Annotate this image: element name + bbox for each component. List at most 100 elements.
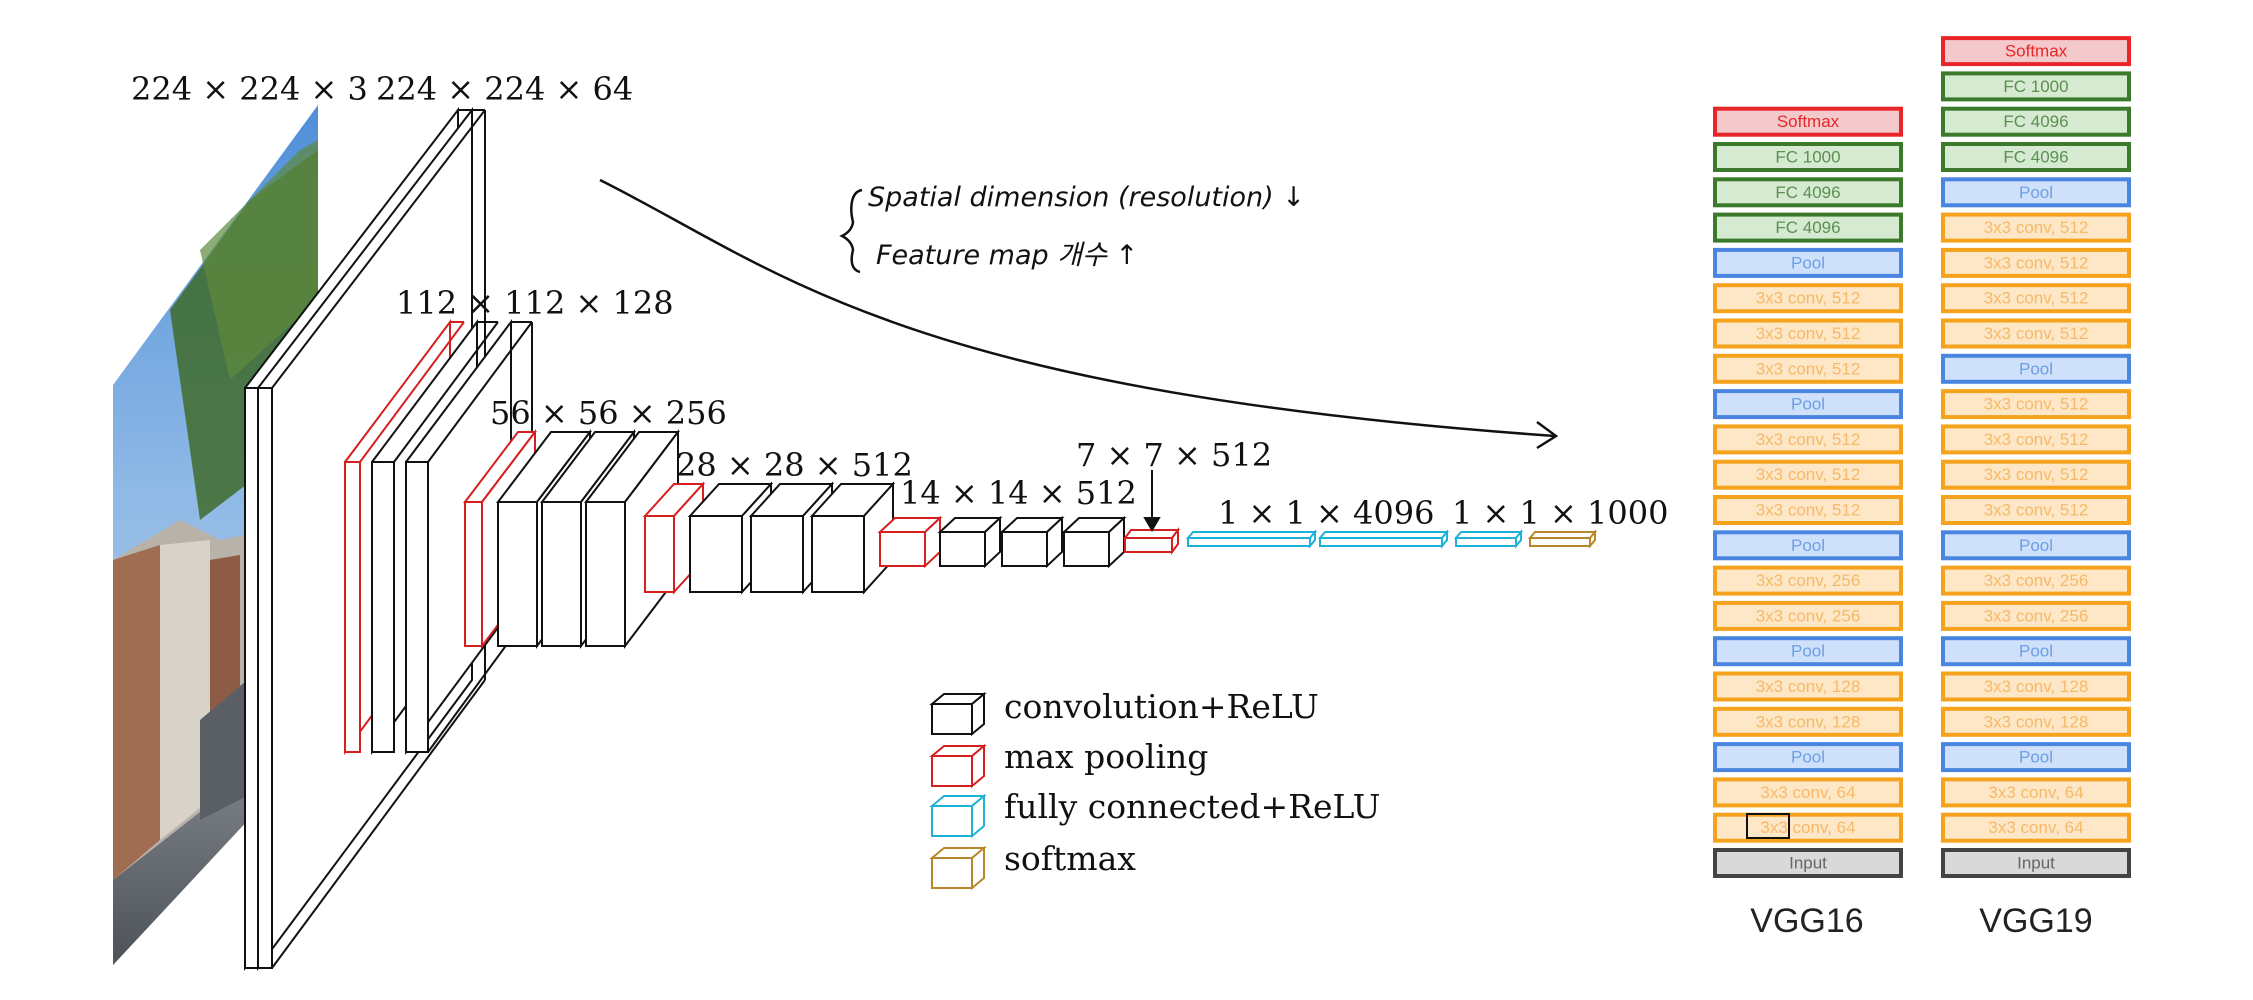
vgg16-label: VGG16 [1750, 902, 1863, 940]
dim-label-pool5: 7 × 7 × 512 [1076, 436, 1272, 474]
layer-box [1941, 424, 2131, 455]
layer-label: 3x3 conv, 512 [1756, 324, 1861, 343]
layer-label: 3x3 conv, 64 [1988, 783, 2083, 802]
dim-label-conv1: 224 × 224 × 64 [376, 70, 633, 108]
layer-label: 3x3 conv, 256 [1984, 606, 2089, 625]
legend-softmax-cube-icon [929, 845, 987, 891]
layer-box [1713, 389, 1903, 420]
layer-box [1941, 706, 2131, 737]
layer-label: Pool [2019, 748, 2053, 767]
pool5-arrow [1143, 470, 1161, 532]
layer-label: 3x3 conv, 128 [1756, 712, 1861, 731]
layer-box [1941, 177, 2131, 208]
layer-box [1941, 106, 2131, 137]
legend-label-fc: fully connected+ReLU [1004, 787, 1380, 826]
layer-box [1941, 318, 2131, 349]
layer-box [1713, 706, 1903, 737]
layer-box [1713, 600, 1903, 631]
layer-box [1713, 318, 1903, 349]
layer-label: Input [1789, 853, 1827, 872]
layer-label: 3x3 conv, 512 [1756, 430, 1861, 449]
layer-label: 3x3 conv, 512 [1984, 395, 2089, 414]
dim-label-conv3: 56 × 56 × 256 [490, 394, 727, 432]
layer-box [1941, 495, 2131, 525]
layer-label: Pool [2019, 642, 2053, 661]
layer-label: 3x3 conv, 512 [1756, 289, 1861, 308]
layer-label: 3x3 conv, 512 [1756, 465, 1861, 484]
layer-box [1941, 247, 2131, 278]
layer-box [1941, 671, 2131, 702]
layer-label: FC 1000 [1775, 147, 1840, 166]
fc-layers [1185, 529, 1524, 549]
layer-box [1941, 636, 2131, 667]
layer-box [1941, 565, 2131, 596]
annotation-line1: Spatial dimension (resolution) ↓ [868, 182, 1305, 213]
layer-label: Pool [1791, 395, 1825, 414]
conv3-block [462, 429, 681, 649]
legend-conv-cube-icon [929, 691, 987, 737]
layer-box [1713, 283, 1903, 314]
layer-label: FC 1000 [2003, 77, 2068, 96]
layer-label: FC 4096 [2003, 147, 2068, 166]
dim-label-fc: 1 × 1 × 4096 [1218, 494, 1434, 532]
layer-box [1941, 212, 2131, 243]
layer-box [1713, 565, 1903, 596]
layer-box [1713, 212, 1903, 243]
legend-label-pool: max pooling [1004, 737, 1208, 776]
layer-label: 3x3 conv, 128 [1984, 712, 2089, 731]
layer-label: 3x3 conv, 512 [1984, 218, 2089, 237]
layer-label: Input [2017, 853, 2055, 872]
layer-box [1941, 742, 2131, 773]
dim-label-conv4: 28 × 28 × 512 [676, 446, 913, 484]
pool5-block [1123, 527, 1180, 555]
layer-label: 3x3 conv, 512 [1984, 289, 2089, 308]
layer-box [1713, 424, 1903, 455]
layer-box [1941, 71, 2131, 102]
layer-label: 3x3 conv, 64 [1760, 818, 1855, 837]
layer-box [1713, 459, 1903, 490]
layer-box [1941, 812, 2131, 843]
layer-box [1713, 106, 1903, 137]
layer-label: 3x3 conv, 512 [1984, 465, 2089, 484]
layer-label: 3x3 conv, 64 [1988, 818, 2083, 837]
layer-box [1713, 495, 1903, 525]
legend-label-conv: convolution+ReLU [1004, 687, 1319, 726]
layer-label: Pool [2019, 359, 2053, 378]
layer-box [1713, 530, 1903, 561]
layer-box [1713, 353, 1903, 384]
layer-label: Softmax [1777, 112, 1840, 131]
layer-box [1941, 848, 2131, 878]
highlight-box [1746, 813, 1790, 839]
annotation-brace [839, 188, 863, 274]
layer-box [1713, 742, 1903, 773]
dim-label-input: 224 × 224 × 3 [131, 70, 368, 108]
layer-label: Softmax [2005, 42, 2068, 61]
layer-label: 3x3 conv, 512 [1756, 500, 1861, 519]
layer-label: 3x3 conv, 256 [1756, 571, 1861, 590]
layer-label: 3x3 conv, 128 [1756, 677, 1861, 696]
layer-label: FC 4096 [1775, 218, 1840, 237]
layer-label: 3x3 conv, 512 [1756, 359, 1861, 378]
layer-box [1713, 671, 1903, 702]
layer-box [1941, 36, 2131, 67]
layer-box [1941, 600, 2131, 631]
layer-label: 3x3 conv, 512 [1984, 253, 2089, 272]
layer-box [1713, 777, 1903, 808]
annotation-line2: Feature map 개수 ↑ [876, 240, 1138, 271]
dim-label-conv5: 14 × 14 × 512 [900, 474, 1137, 512]
vgg19-label: VGG19 [1979, 902, 2092, 940]
legend: convolution+ReLU max pooling fully conne… [929, 687, 1380, 891]
legend-fc-cube-icon [929, 793, 987, 839]
layer-box [1713, 142, 1903, 172]
layer-label: FC 4096 [2003, 112, 2068, 131]
layer-box [1941, 283, 2131, 314]
layer-label: Pool [1791, 748, 1825, 767]
layer-box [1941, 142, 2131, 172]
layer-box [1713, 247, 1903, 278]
layer-box [1941, 389, 2131, 420]
layer-label: Pool [1791, 253, 1825, 272]
layer-label: Pool [2019, 183, 2053, 202]
layer-box [1713, 177, 1903, 208]
